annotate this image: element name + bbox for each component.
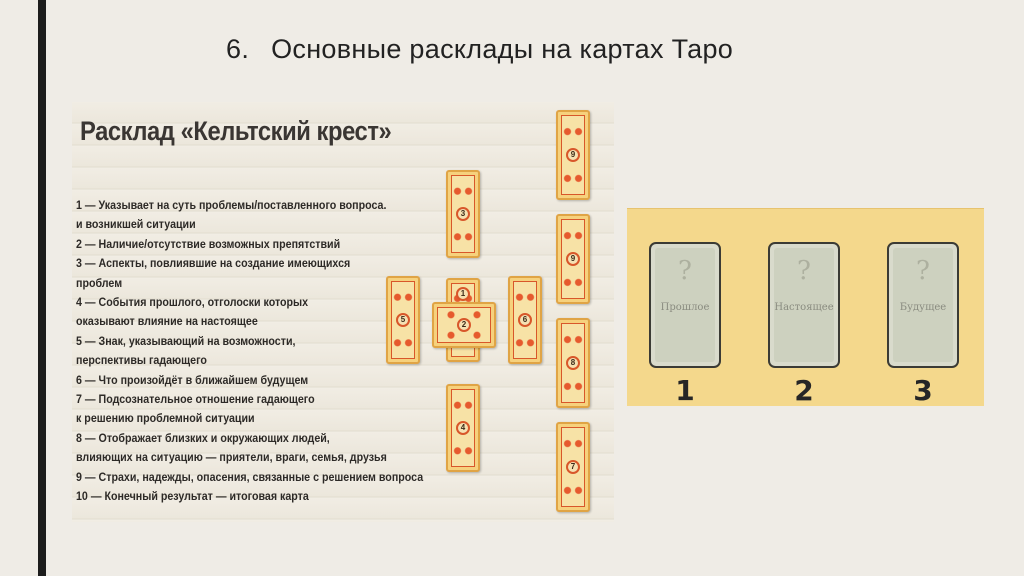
- spread-card-label: Прошлое: [660, 302, 710, 313]
- card-number: 3: [456, 207, 470, 221]
- spread-number: 2: [794, 374, 814, 407]
- legend-line: перспективы гадающего: [76, 354, 207, 368]
- spread-number: 1: [675, 374, 695, 407]
- card-number: 8: [566, 356, 580, 370]
- tarot-card-9: 9: [556, 214, 590, 304]
- three-card-spread: ? Прошлое ? Настоящее ? Будущее 1 2 3: [627, 208, 984, 407]
- tarot-card-6: 6: [508, 276, 542, 364]
- spread-card-present: ? Настоящее: [768, 242, 840, 368]
- celtic-cross-image: Расклад «Кельтский крест» 1 — Указывает …: [72, 102, 614, 522]
- legend-line: 4 — События прошлого, отголоски которых: [76, 296, 309, 310]
- tarot-card-8: 8: [556, 318, 590, 408]
- celtic-cross-heading: Расклад «Кельтский крест»: [80, 116, 392, 146]
- legend-line: и возникшей ситуации: [76, 218, 196, 232]
- legend-line: к решению проблемной ситуации: [76, 412, 255, 426]
- spread-card-label: Будущее: [899, 302, 947, 313]
- slide-title: 6. Основные расклады на картах Таро: [226, 34, 733, 65]
- legend-line: проблем: [76, 276, 123, 290]
- question-mark-icon: ?: [916, 256, 930, 286]
- card-number: 7: [566, 460, 580, 474]
- card-number: 1: [456, 287, 470, 302]
- legend-line: 2 — Наличие/отсутствие возможных препятс…: [76, 237, 341, 251]
- legend-line: 3 — Аспекты, повлиявшие на создание имею…: [76, 257, 351, 271]
- tarot-card-10: 9: [556, 110, 590, 200]
- tarot-card-2: 2: [432, 302, 496, 348]
- slide-number: 6.: [226, 34, 250, 64]
- tarot-card-4: 4: [446, 384, 480, 472]
- card-number: 4: [456, 421, 470, 435]
- spread-card-future: ? Будущее: [887, 242, 959, 368]
- legend-line: 6 — Что произойдёт в ближайшем будущем: [76, 373, 309, 387]
- legend-line: 9 — Страхи, надежды, опасения, связанные…: [76, 470, 424, 484]
- card-number: 2: [457, 318, 471, 332]
- card-number: 5: [396, 313, 410, 327]
- card-number: 6: [518, 313, 532, 327]
- tarot-card-5: 5: [386, 276, 420, 364]
- legend-line: 10 — Конечный результат — итоговая карта: [76, 490, 309, 504]
- legend-line: влияющих на ситуацию — приятели, враги, …: [76, 451, 387, 465]
- question-mark-icon: ?: [678, 256, 692, 286]
- tarot-card-7: 7: [556, 422, 590, 512]
- legend-line: 1 — Указывает на суть проблемы/поставлен…: [76, 199, 387, 212]
- tarot-card-3: 3: [446, 170, 480, 258]
- legend-line: 7 — Подсознательное отношение гадающего: [76, 393, 315, 407]
- card-number: 9: [566, 252, 580, 266]
- celtic-cross-legend: 1 — Указывает на суть проблемы/поставлен…: [76, 196, 426, 507]
- left-accent-bar: [38, 0, 46, 576]
- slide-title-text: Основные расклады на картах Таро: [271, 34, 734, 64]
- question-mark-icon: ?: [797, 256, 811, 286]
- legend-line: 8 — Отображает близких и окружающих люде…: [76, 431, 330, 445]
- spread-number: 3: [913, 374, 933, 407]
- spread-card-past: ? Прошлое: [649, 242, 721, 368]
- card-number: 9: [566, 148, 580, 162]
- legend-line: оказывают влияние на настоящее: [76, 315, 258, 329]
- legend-line: 5 — Знак, указывающий на возможности,: [76, 334, 296, 348]
- spread-card-label: Настоящее: [774, 302, 834, 313]
